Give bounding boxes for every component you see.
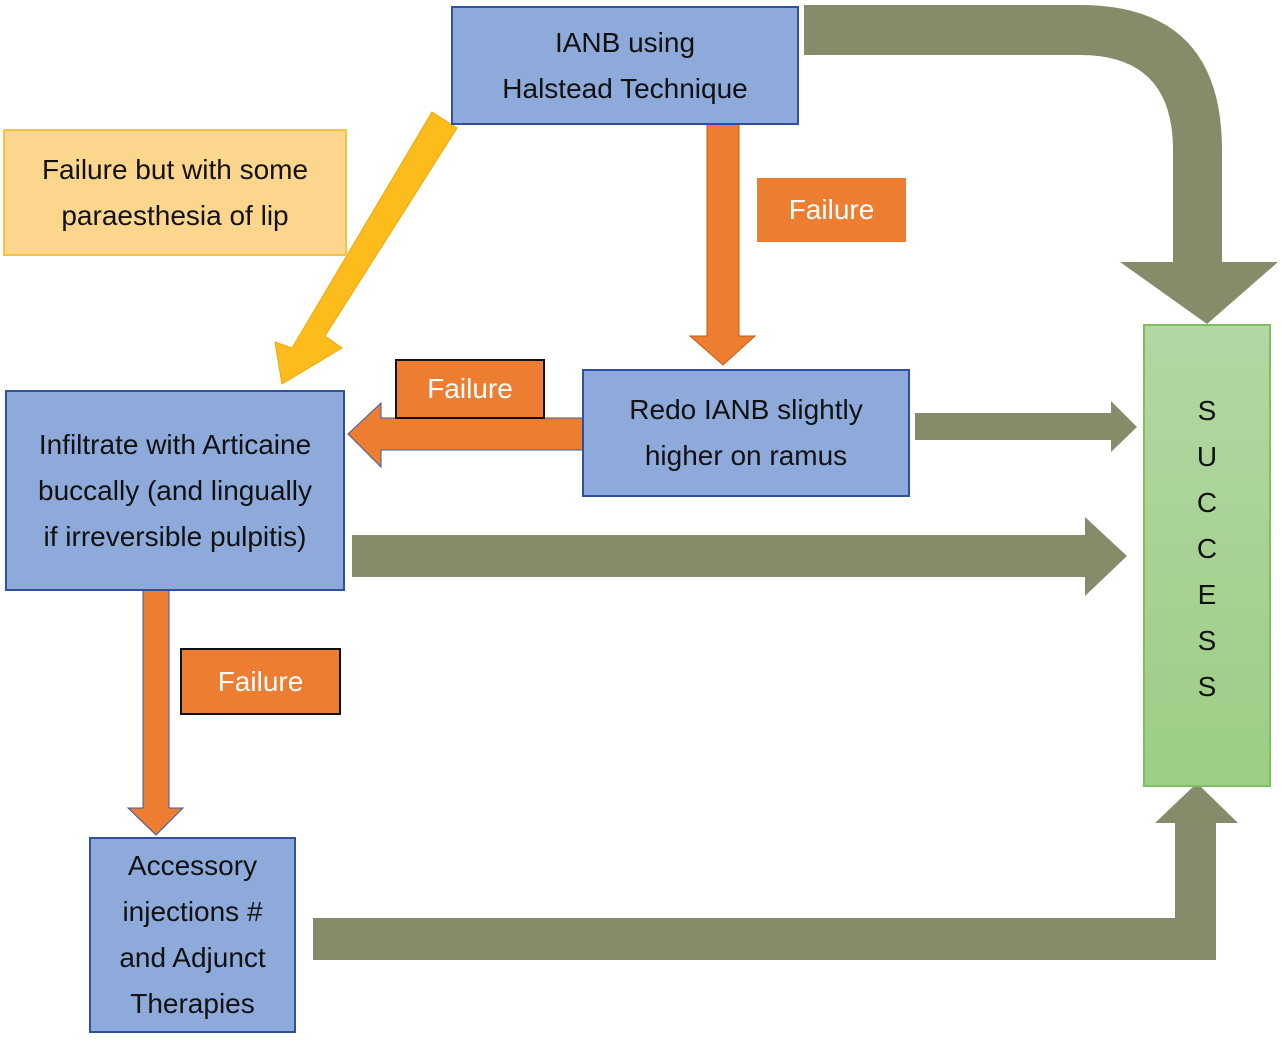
node-redo-line-2: higher on ramus bbox=[644, 440, 848, 471]
failure-arrow-redo-infiltrate bbox=[347, 401, 584, 469]
failure-arrow-infiltrate-accessory bbox=[126, 572, 185, 836]
success-letter: C bbox=[1196, 533, 1218, 564]
node-ianb-line-1: IANB using bbox=[554, 26, 696, 58]
success-letters: S U C C E S S bbox=[1197, 388, 1217, 710]
node-paraesthesia-line-2: paraesthesia of lip bbox=[61, 199, 289, 231]
failure-label-1-text: Failure bbox=[788, 194, 875, 225]
node-accessory-line-1: Accessory bbox=[127, 850, 258, 881]
failure-arrow-ianb-redo bbox=[688, 117, 757, 366]
success-letter: S bbox=[1197, 671, 1217, 702]
success-letter: S bbox=[1197, 395, 1217, 426]
success-arrow-redo bbox=[915, 401, 1137, 452]
node-ianb: IANB using Halstead Technique bbox=[451, 6, 799, 125]
failure-label-3-text: Failure bbox=[217, 665, 304, 697]
failure-label-1: Failure bbox=[757, 178, 906, 242]
failure-label-2: Failure bbox=[395, 359, 545, 419]
success-arrow-ianb bbox=[804, 5, 1278, 324]
node-success: S U C C E S S bbox=[1143, 324, 1271, 787]
failure-label-3: Failure bbox=[180, 648, 341, 715]
node-redo-line-1: Redo IANB slightly bbox=[629, 394, 863, 425]
partial-failure-arrow bbox=[274, 111, 458, 385]
success-arrow-infiltrate bbox=[352, 517, 1127, 596]
node-ianb-line-2: Halstead Technique bbox=[502, 72, 748, 104]
node-infiltrate-line-2: buccally (and lingually bbox=[38, 474, 312, 506]
node-infiltrate-line-3: if irreversible pulpitis) bbox=[43, 520, 307, 552]
success-letter: U bbox=[1196, 441, 1218, 472]
node-accessory: Accessory injections # and Adjunct Thera… bbox=[89, 837, 296, 1033]
success-letter: C bbox=[1196, 487, 1218, 518]
success-letter: E bbox=[1197, 579, 1217, 610]
node-accessory-line-2: injections # bbox=[122, 896, 263, 927]
success-arrow-accessory bbox=[313, 783, 1238, 960]
node-infiltrate-line-1: Infiltrate with Articaine bbox=[38, 428, 312, 460]
node-redo: Redo IANB slightly higher on ramus bbox=[582, 369, 910, 497]
node-paraesthesia: Failure but with some paraesthesia of li… bbox=[3, 129, 347, 256]
node-accessory-line-4: Therapies bbox=[130, 988, 255, 1019]
failure-label-2-text: Failure bbox=[427, 373, 513, 404]
node-paraesthesia-line-1: Failure but with some bbox=[41, 153, 309, 185]
success-letter: S bbox=[1197, 625, 1217, 656]
node-infiltrate: Infiltrate with Articaine buccally (and … bbox=[5, 390, 345, 591]
node-accessory-line-3: and Adjunct bbox=[119, 942, 266, 973]
